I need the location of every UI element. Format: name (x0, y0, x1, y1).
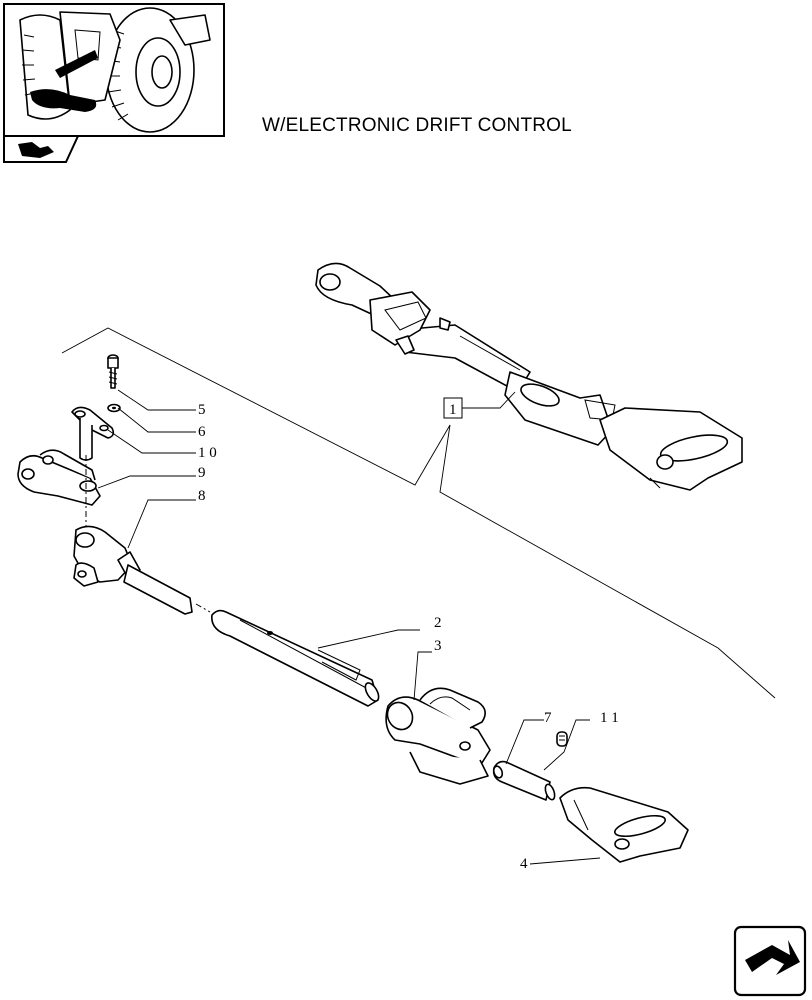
pin-part[interactable] (71, 406, 115, 461)
tractor-rear-hitch-icon (19, 7, 211, 133)
callout-box-1 (443, 397, 463, 419)
bolt-part[interactable] (107, 354, 119, 389)
callout-10[interactable]: 1 0 (198, 445, 217, 461)
callout-leaders (97, 389, 601, 865)
threaded-tube-part[interactable] (211, 609, 382, 707)
small-pin-part[interactable] (492, 760, 556, 801)
page-title: W/ELECTRONIC DRIFT CONTROL (262, 115, 572, 136)
callout-5[interactable]: 5 (198, 402, 206, 418)
grease-nipple-part[interactable] (556, 731, 568, 747)
next-page-arrow-icon[interactable] (733, 925, 807, 997)
callout-8[interactable]: 8 (198, 488, 206, 504)
callout-7[interactable]: 7 (544, 710, 552, 726)
callout-9[interactable]: 9 (198, 465, 206, 481)
thumbnail-panel[interactable] (3, 3, 225, 137)
clevis-yoke-part[interactable] (17, 449, 101, 506)
callout-4[interactable]: 4 (520, 856, 528, 872)
book-tab-icon[interactable] (3, 135, 80, 163)
callout-2[interactable]: 2 (434, 615, 442, 631)
sleeve-handle-part[interactable] (383, 687, 491, 785)
callout-11[interactable]: 1 1 (600, 710, 619, 726)
callout-6[interactable]: 6 (198, 424, 206, 440)
assembled-lower-link[interactable] (315, 262, 743, 491)
group-outline-lines (61, 327, 776, 699)
callout-3[interactable]: 3 (434, 638, 442, 654)
ball-joint-end-part[interactable] (73, 525, 211, 615)
washer-part[interactable] (107, 403, 121, 413)
callout-1[interactable]: 1 (449, 402, 457, 418)
end-yoke-part[interactable] (559, 786, 689, 863)
